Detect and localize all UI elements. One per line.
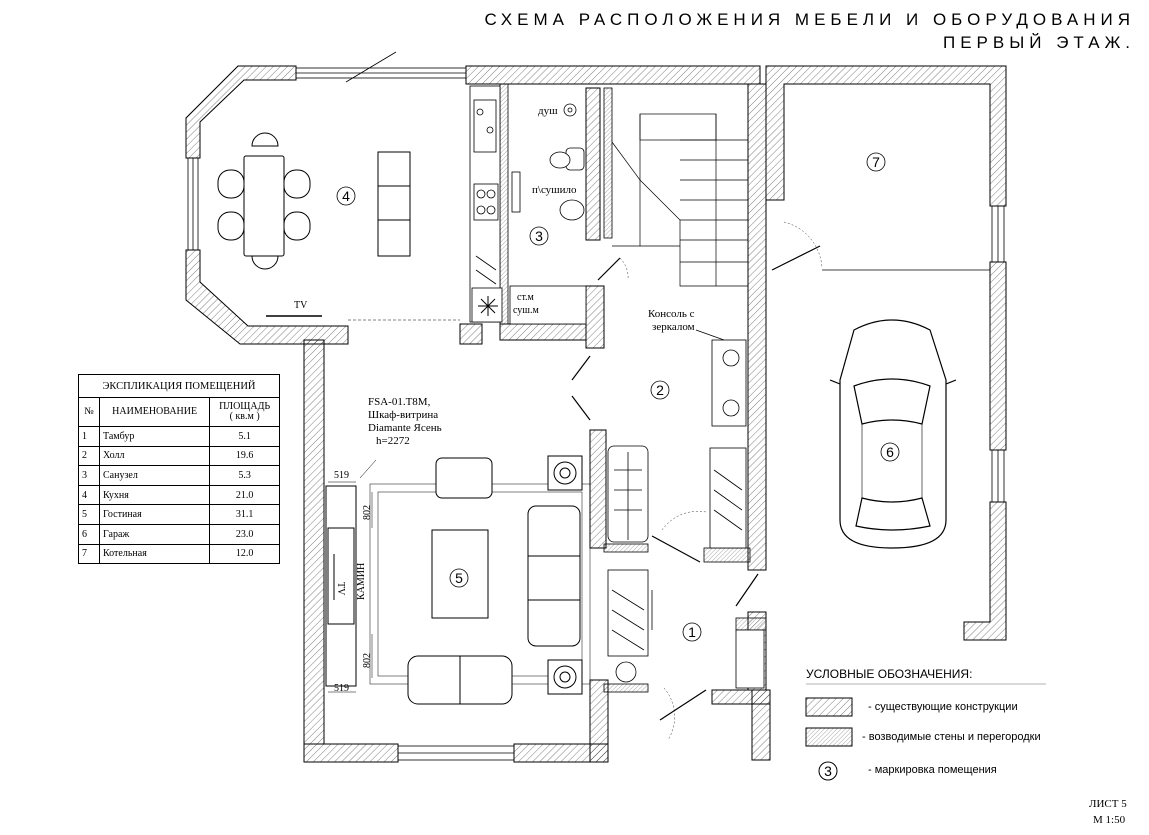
windows (187, 51, 1005, 761)
kitchen-counter (469, 85, 503, 323)
legend-symbols (805, 697, 853, 781)
legend-existing-label: - существующие конструкции (868, 701, 1018, 713)
cabinet-label-2: Шкаф-витрина (368, 409, 438, 421)
room-number-7: 7 (872, 154, 880, 170)
hall-wardrobe (607, 445, 747, 549)
legend-existing-swatch (805, 697, 853, 717)
legend-new-walls-label: - возводимые стены и перегородки (862, 731, 1041, 743)
console-mirror (695, 329, 747, 427)
room-marker-3 (529, 226, 549, 246)
dimension-802-top: 802 (362, 505, 373, 520)
dimension-519-top: 519 (334, 470, 349, 481)
room-number-6: 6 (886, 444, 894, 460)
cabinet-label-3: Diamante Ясень (368, 422, 442, 434)
room-number-1: 1 (688, 624, 696, 640)
chair-icon (217, 132, 311, 270)
living-tv-label: TV (335, 582, 346, 596)
sofa-right (527, 505, 581, 647)
legend-title: УСЛОВНЫЕ ОБОЗНАЧЕНИЯ: (806, 667, 973, 681)
kitchen-island (377, 151, 411, 257)
staircase (611, 113, 748, 287)
console-label-2: зеркалом (652, 321, 695, 333)
room-number-2: 2 (656, 382, 664, 398)
car-icon (829, 319, 957, 549)
cabinet-label-4: h=2272 (376, 435, 410, 447)
dimension-802-bottom: 802 (362, 653, 373, 668)
dryer-label: п\сушило (532, 184, 577, 196)
table-caption: ЭКСПЛИКАЦИЯ ПОМЕЩЕНИЙ (78, 374, 280, 398)
fireplace-label: КАМИН (356, 563, 367, 600)
room-number-4: 4 (342, 188, 350, 204)
room-marker-4 (336, 186, 356, 206)
sheet-scale: М 1:50 (1093, 814, 1126, 826)
living-furniture (325, 455, 583, 705)
sheet-number: ЛИСТ 5 (1089, 798, 1127, 810)
doors (571, 221, 990, 741)
dining-table (217, 132, 311, 270)
console-label-1: Консоль с (648, 308, 695, 320)
armchair (435, 457, 493, 499)
room-number-5: 5 (455, 570, 463, 586)
dimension-519-bottom: 519 (334, 683, 349, 694)
room-marker-5 (449, 568, 469, 588)
bathroom-fixtures (509, 103, 587, 325)
header-area: ПЛОЩАДЬ( кв.м ) (209, 397, 280, 427)
dryer-machine-label: суш.м (513, 305, 540, 316)
drawing-subtitle: ПЕРВЫЙ ЭТАЖ. (942, 33, 1135, 52)
room-explication-table: ЭКСПЛИКАЦИЯ ПОМЕЩЕНИЙ № НАИМЕНОВАНИЕ ПЛО… (78, 374, 280, 565)
header-name: НАИМЕНОВАНИЕ (98, 397, 211, 427)
room-marker-7 (866, 152, 886, 172)
washer-label: ст.м (517, 292, 535, 303)
cabinet-label-1: FSA-01.T8M, (368, 396, 431, 408)
dimension-lines (328, 459, 377, 693)
room-marker-6 (880, 442, 900, 462)
room-marker-1 (682, 622, 702, 642)
room-marker-2 (650, 380, 670, 400)
drawing-title: СХЕМА РАСПОЛОЖЕНИЯ МЕБЕЛИ И ОБОРУДОВАНИЯ (484, 10, 1135, 29)
legend-new-swatch (805, 727, 853, 747)
room-markers (336, 152, 900, 642)
kitchen-tv-label: TV (294, 300, 308, 311)
tambour-furniture (607, 569, 765, 689)
room-number-3: 3 (535, 228, 543, 244)
header-num: № (78, 397, 100, 427)
snowflake-icon (478, 296, 498, 316)
legend-marker-symbol (818, 761, 838, 781)
legend-marker-number: 3 (824, 763, 832, 779)
structural-walls (185, 65, 1007, 763)
shower-label: душ (538, 105, 558, 117)
legend-marker-label: - маркировка помещения (868, 764, 997, 776)
